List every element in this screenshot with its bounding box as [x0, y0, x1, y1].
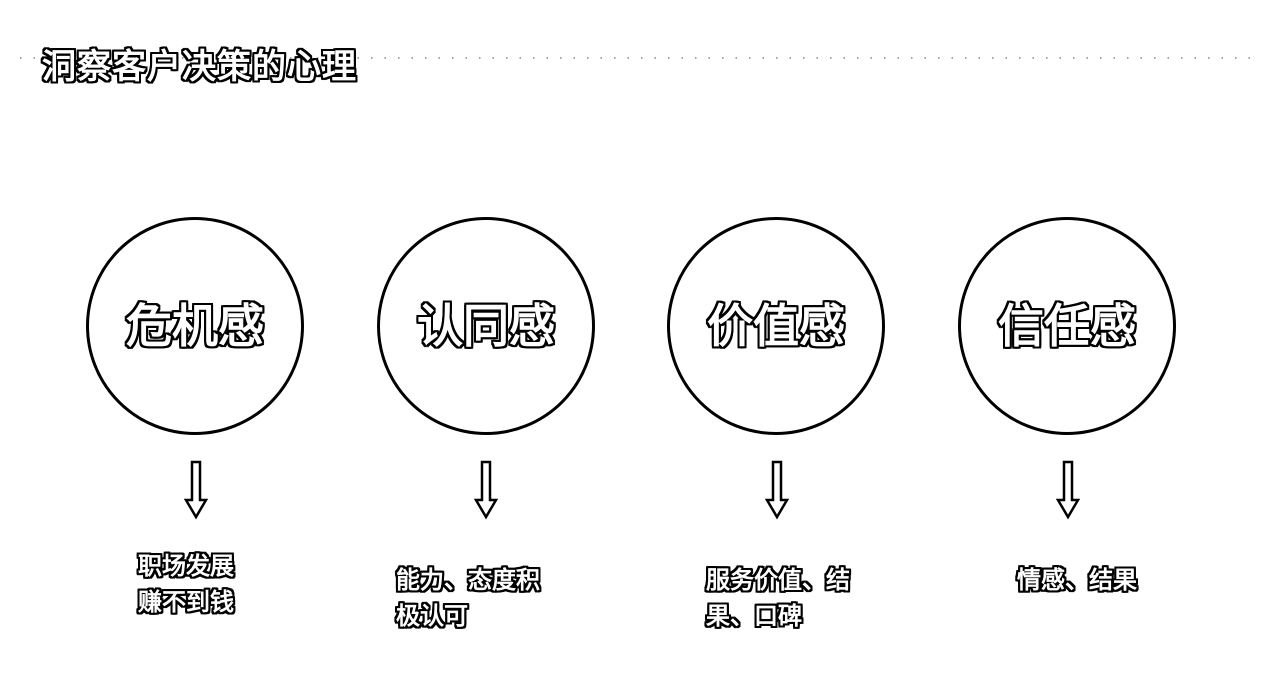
down-arrow-icon	[764, 460, 790, 520]
desc-crisis-line-2: 赚不到钱	[138, 588, 234, 616]
circle-label-value: 价值感	[707, 299, 845, 353]
desc-recognition-line-1: 能力、态度积	[396, 566, 540, 594]
circle-trust: 信任感	[958, 217, 1176, 435]
desc-recognition-line-2: 极认可	[396, 602, 468, 630]
desc-value-line-1: 服务价值、结	[706, 566, 850, 594]
down-arrow-icon	[183, 460, 209, 520]
circle-recognition: 认同感	[377, 217, 595, 435]
desc-value-line-2: 果、口碑	[706, 602, 802, 630]
desc-trust-line-1: 情感、结果	[1017, 566, 1137, 594]
circle-value: 价值感	[667, 217, 885, 435]
down-arrow-icon	[473, 460, 499, 520]
circle-label-trust: 信任感	[998, 299, 1136, 353]
circle-label-crisis: 危机感	[126, 299, 264, 353]
page-title: 洞察客户决策的心理	[42, 47, 357, 87]
desc-trust: 情感、结果	[1017, 562, 1137, 598]
desc-crisis: 职场发展 赚不到钱	[138, 548, 234, 620]
desc-value: 服务价值、结 果、口碑	[706, 562, 850, 634]
down-arrow-icon	[1055, 460, 1081, 520]
circle-label-recognition: 认同感	[417, 299, 555, 353]
desc-crisis-line-1: 职场发展	[138, 552, 234, 580]
desc-recognition: 能力、态度积 极认可	[396, 562, 540, 634]
circle-crisis: 危机感	[86, 217, 304, 435]
